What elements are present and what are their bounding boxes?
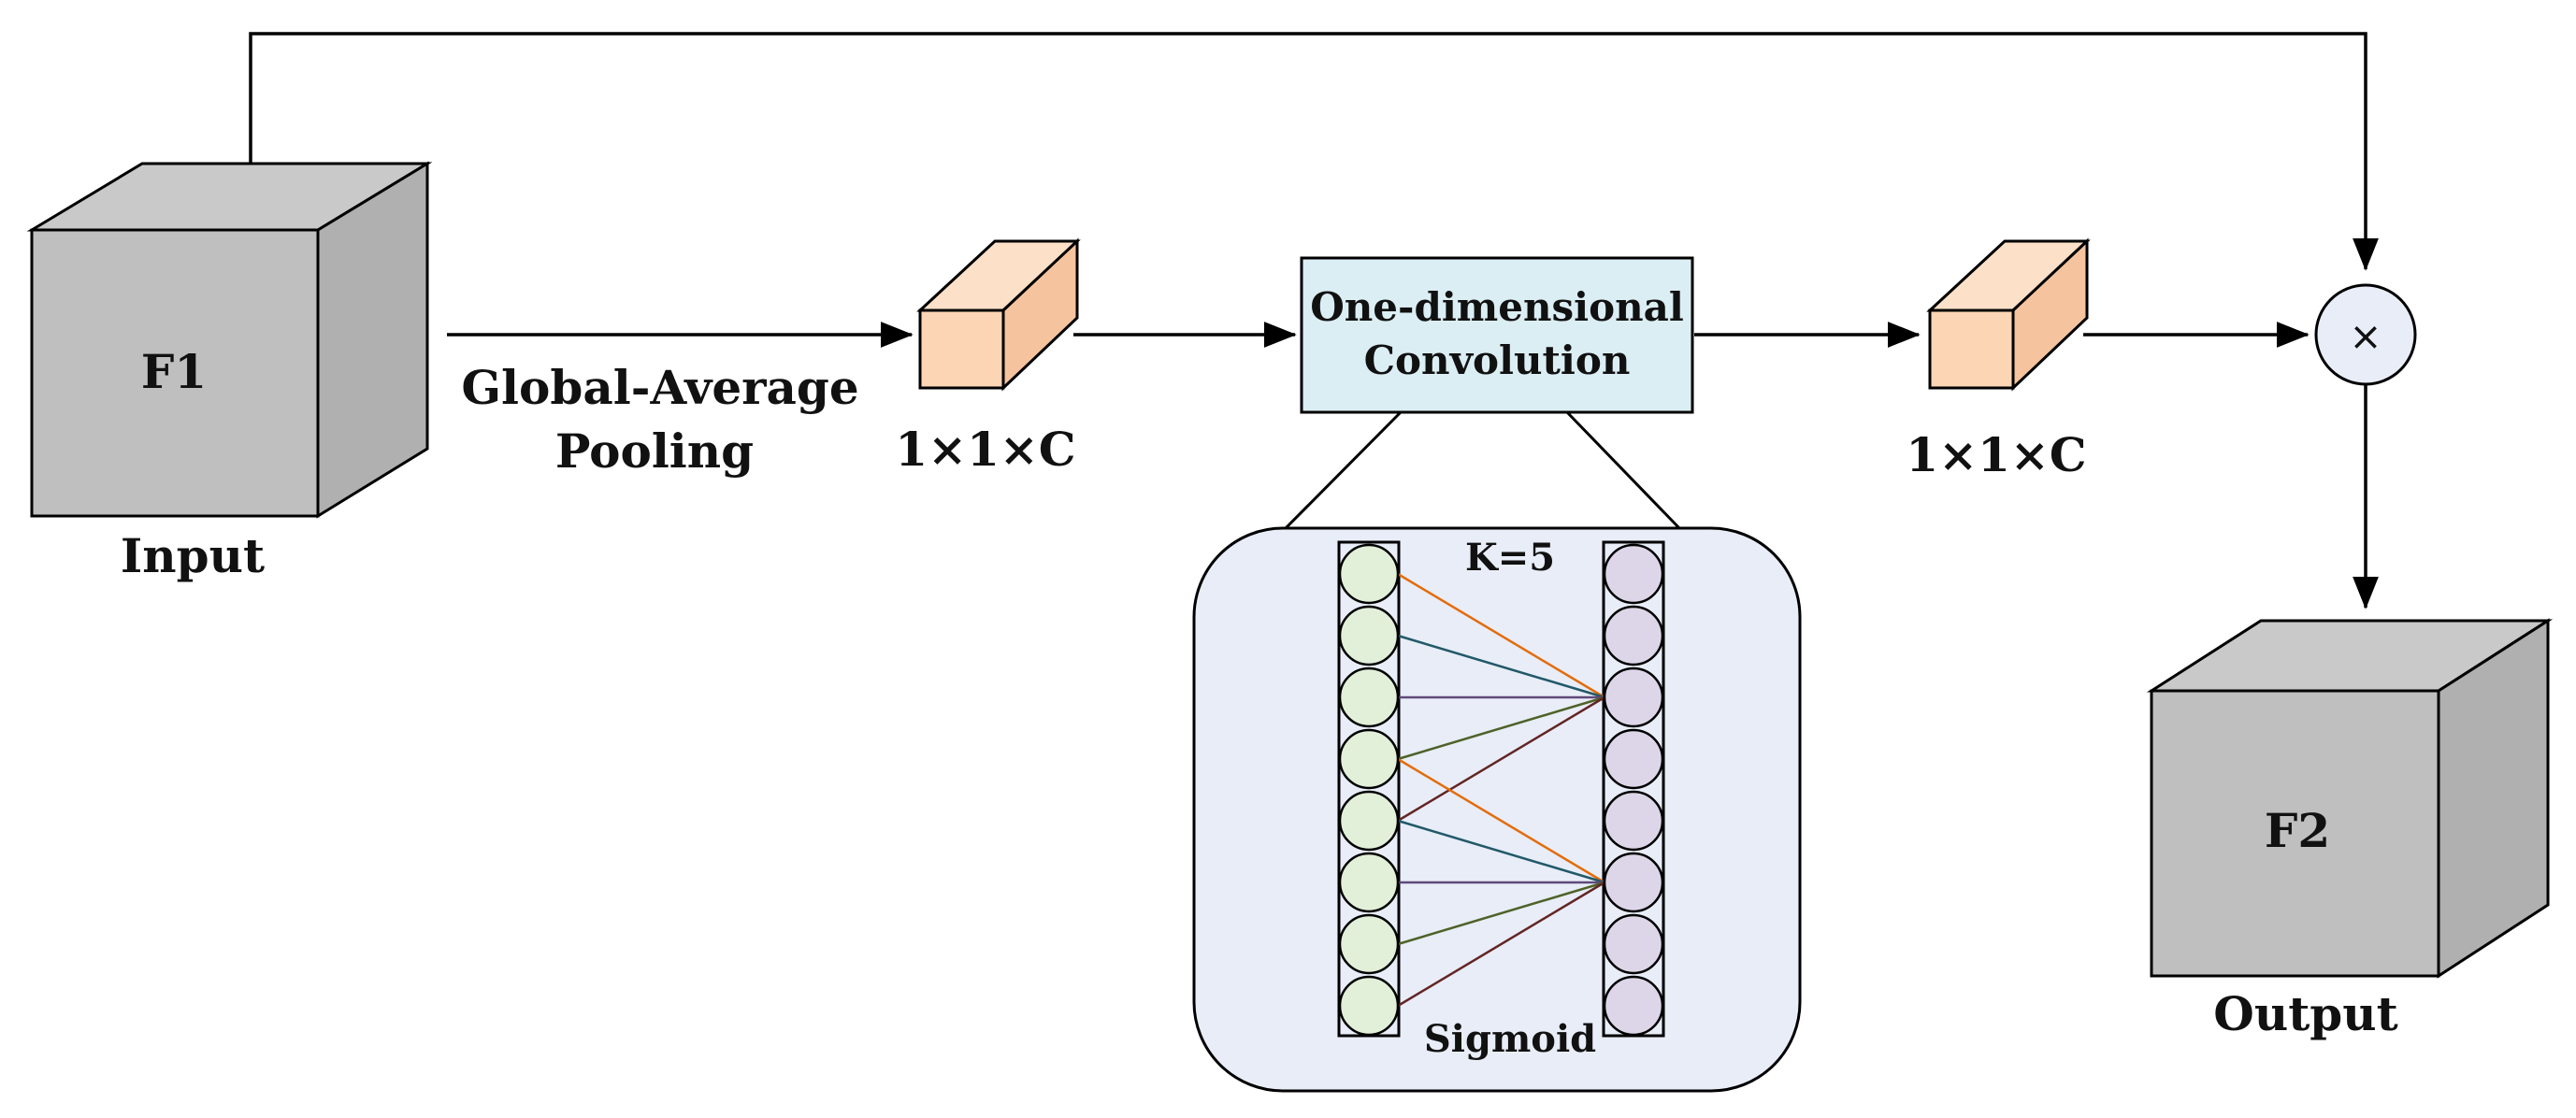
input-node [1338,728,1400,790]
output-node [1603,543,1664,605]
output-node [1603,728,1664,790]
output-node [1603,790,1664,852]
conv-edge [1397,695,1605,823]
conv-edges [1397,572,1605,1008]
detail-connector-right [1565,410,1681,530]
input-nodes [1338,543,1400,1037]
pooled-vector-cube [916,237,1081,392]
conv-edge [1397,757,1605,884]
input-cube [26,161,433,519]
gap-label-line1: Global-Average [461,360,858,415]
gap-label-line2: Pooling [555,423,754,479]
output-nodes [1603,543,1664,1037]
output-node [1603,975,1664,1037]
input-node [1338,790,1400,852]
output-node [1603,666,1664,728]
conv-edge [1397,572,1605,699]
input-node [1338,543,1400,605]
output-caption: Output [2213,986,2397,1041]
input-node [1338,975,1400,1037]
conv-edge [1397,634,1605,699]
activation-label: Sigmoid [1424,1017,1596,1061]
input-node [1338,852,1400,913]
multiply-icon: × [2349,313,2382,359]
conv-edge [1397,881,1605,946]
kernel-size-label: K=5 [1465,536,1555,580]
output-node [1603,605,1664,666]
output-cube [2146,618,2554,979]
conv-edge [1397,819,1605,884]
input-cube-label: F1 [141,344,207,399]
conv-detail-panel [1192,526,1802,1093]
weight-dim-label: 1×1×C [1906,427,2086,482]
conv-box-line1: One-dimensional [1310,284,1684,330]
weight-vector-cube [1926,237,2091,392]
conv-edge [1397,881,1605,1008]
output-node [1603,852,1664,913]
input-node [1338,666,1400,728]
output-node [1603,913,1664,975]
detail-connector-left [1284,410,1403,530]
output-cube-label: F2 [2265,803,2330,858]
skip-connection-arrow [249,32,2379,271]
input-caption: Input [121,528,265,583]
input-node [1338,913,1400,975]
conv-box [1300,256,1694,414]
input-node [1338,605,1400,666]
pooled-dim-label: 1×1×C [895,422,1075,477]
conv-box-line2: Convolution [1364,337,1631,383]
conv-edge [1397,695,1605,761]
